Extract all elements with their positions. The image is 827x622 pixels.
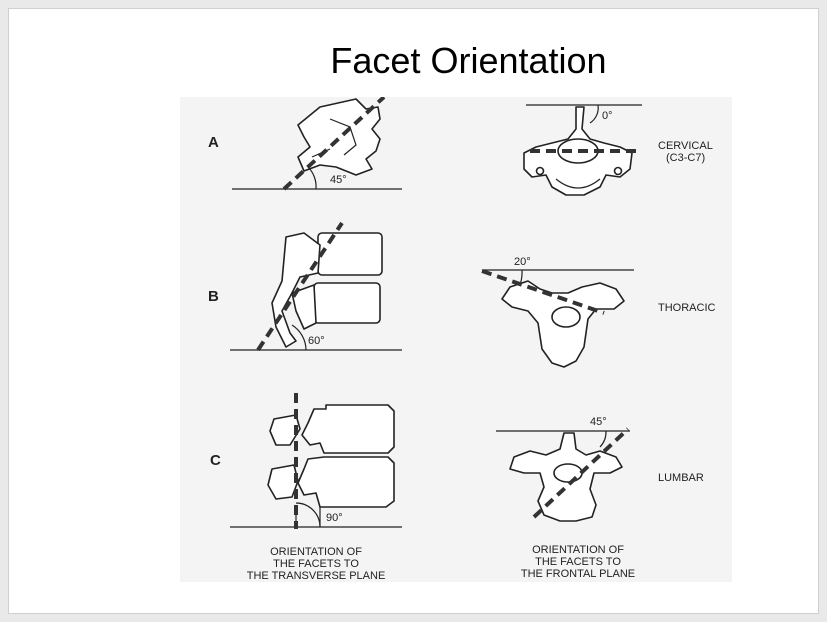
caption-left-line-3: THE TRANSVERSE PLANE xyxy=(247,570,386,582)
caption-right-line-2: THE FACETS TO xyxy=(535,556,621,568)
facet-diagram-svg: A B C 45° 0° CERVICAL (C3-C7) 60° xyxy=(208,97,716,582)
lumbar-body-upper xyxy=(301,404,395,454)
angle-label-c-sagittal: 90° xyxy=(326,512,343,524)
angle-arc-a-frontal xyxy=(589,104,599,124)
angle-label-c-frontal: 45° xyxy=(590,416,607,428)
caption-left-line-1: ORIENTATION OF xyxy=(270,546,362,558)
cervical-lateral-view: 45° xyxy=(232,97,402,191)
lumbar-superior-view: 45° xyxy=(496,416,630,522)
lumbar-spinous-lower xyxy=(267,464,299,500)
angle-arc-c xyxy=(295,502,321,528)
angle-label-b-frontal: 20° xyxy=(514,256,531,268)
facet-orientation-figure: A B C 45° 0° CERVICAL (C3-C7) 60° xyxy=(180,97,732,582)
lumbar-canal xyxy=(553,463,583,483)
row-letter-c: C xyxy=(210,452,221,469)
thoracic-lateral-view: 60° xyxy=(230,221,402,352)
facet-line-c-frontal xyxy=(532,427,630,519)
region-label-thoracic: THORACIC xyxy=(658,302,716,314)
slide-title: Facet Orientation xyxy=(330,40,607,81)
cervical-superior-view: 0° xyxy=(523,104,642,196)
lumbar-lateral-view: 90° xyxy=(230,393,402,529)
angle-label-b-sagittal: 60° xyxy=(308,335,325,347)
row-letter-a: A xyxy=(208,134,219,151)
region-sublabel-cervical: (C3-C7) xyxy=(666,152,705,164)
facet-line-b xyxy=(256,221,344,352)
thoracic-body-upper xyxy=(317,232,383,276)
thoracic-body-lower xyxy=(313,282,381,324)
thoracic-superior-view: 20° xyxy=(481,256,634,368)
region-label-cervical: CERVICAL xyxy=(658,140,713,152)
lumbar-body-lower xyxy=(297,456,395,508)
row-letter-b: B xyxy=(208,288,219,305)
angle-label-a-frontal: 0° xyxy=(602,110,613,122)
caption-left-line-2: THE FACETS TO xyxy=(273,558,359,570)
caption-right-line-1: ORIENTATION OF xyxy=(532,544,624,556)
caption-right-line-3: THE FRONTAL PLANE xyxy=(521,568,635,580)
facet-line-a xyxy=(282,97,386,191)
angle-arc-a xyxy=(307,166,317,190)
thoracic-canal xyxy=(551,306,581,328)
angle-arc-c-frontal xyxy=(599,430,607,448)
region-label-lumbar: LUMBAR xyxy=(658,472,704,484)
angle-label-a-sagittal: 45° xyxy=(330,174,347,186)
facet-line-b-frontal xyxy=(481,269,605,315)
angle-arc-b xyxy=(291,324,307,351)
